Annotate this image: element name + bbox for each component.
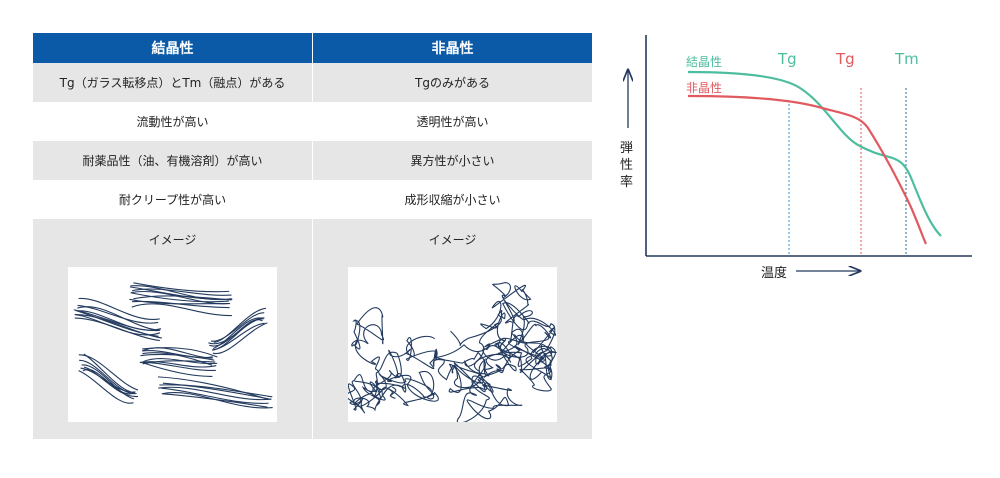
amorphous-chain [348, 307, 439, 414]
crystalline-chain [161, 387, 269, 404]
crystalline-chain [162, 382, 272, 400]
crystalline-chain [139, 361, 217, 368]
table-row: 耐薬品性（油、有機溶剤）が高い 異方性が小さい [33, 141, 592, 180]
comparison-table: 結晶性 非晶性 Tg（ガラス転移点）とTm（融点）がある Tgのみがある 流動性… [33, 33, 592, 439]
header-amorphous: 非晶性 [312, 33, 592, 63]
amorphous-curve [687, 94, 928, 245]
amorphous-cell: Tgのみがある [312, 63, 592, 102]
crystalline-chain [210, 312, 265, 342]
crystalline-chain [81, 364, 135, 400]
amorphous-chain [432, 309, 552, 393]
crystalline-chain [141, 361, 216, 371]
crystalline-chain [130, 285, 232, 301]
crystalline-chain [158, 386, 272, 401]
y-label-char: 弾 [620, 141, 633, 156]
crystalline-chain [82, 368, 136, 395]
crystalline-structure-image [68, 267, 277, 422]
crystalline-chain [132, 300, 230, 309]
image-row: イメージ イメージ [33, 219, 592, 439]
crystalline-chain [157, 376, 270, 401]
crystalline-chain [213, 307, 267, 343]
crystalline-chain [77, 306, 161, 331]
amorphous-cell: 異方性が小さい [312, 141, 592, 180]
amorphous-chain [464, 282, 556, 392]
crystalline-chain [83, 366, 139, 397]
header-crystalline: 結晶性 [33, 33, 313, 63]
y-label-char: 性 [620, 158, 633, 173]
crystalline-chain [140, 361, 213, 377]
crystalline-cell: Tg（ガラス転移点）とTm（融点）がある [33, 63, 313, 102]
crystalline-chain [143, 358, 218, 365]
table-row: 耐クリープ性が高い 成形収縮が小さい [33, 180, 592, 219]
amorphous-chain [436, 337, 552, 422]
amorphous-chain [351, 335, 438, 406]
tm-label: Tm [894, 50, 919, 68]
table-row: Tg（ガラス転移点）とTm（融点）がある Tgのみがある [33, 63, 592, 102]
amorphous-structure-image [348, 267, 557, 422]
crystalline-chain [209, 319, 263, 347]
amorphous-cell: 透明性が高い [312, 102, 592, 141]
crystalline-chain [162, 393, 268, 408]
crystalline-curve [687, 70, 942, 237]
modulus-temperature-graph: 弾 性 率 温度 結晶性 非晶性 Tg Tg Tm [620, 35, 972, 281]
crystalline-cell: 流動性が高い [136, 115, 209, 129]
table-header-row: 結晶性 非晶性 [33, 33, 592, 63]
image-label: イメージ [148, 233, 197, 247]
y-label-char: 率 [620, 174, 633, 190]
crystalline-chain [74, 314, 162, 339]
crystalline-chain [78, 370, 134, 404]
crystalline-chain [212, 317, 263, 350]
crystalline-chain [78, 354, 139, 391]
crystalline-chain [79, 359, 137, 395]
crystalline-chain [78, 297, 160, 321]
crystalline-chain [133, 295, 232, 301]
image-label: イメージ [428, 233, 477, 247]
table-row: 流動性が高い 透明性が高い [33, 102, 592, 141]
crystalline-chain [131, 303, 232, 317]
x-label: 温度 [761, 265, 787, 281]
crystalline-chain [133, 282, 230, 293]
crystalline-cell: 耐クリープ性が高い [118, 193, 227, 207]
crystalline-chain [212, 317, 265, 351]
crystalline-chain [212, 322, 268, 355]
crystalline-cell: 耐薬品性（油、有機溶剤）が高い [33, 141, 313, 180]
crystalline-chain [83, 353, 134, 394]
amorphous-curve-label: 非晶性 [686, 81, 722, 95]
crystalline-chain [74, 317, 160, 342]
crystalline-chain [142, 350, 213, 359]
amorphous-image-cell: イメージ [312, 219, 592, 439]
tg-crystalline-label: Tg [777, 50, 797, 68]
crystalline-chain [78, 310, 162, 331]
crystalline-chain [159, 384, 273, 398]
crystalline-image-cell: イメージ [33, 219, 313, 439]
tg-amorphous-label: Tg [835, 50, 855, 68]
crystalline-chain [131, 292, 229, 303]
amorphous-cell: 成形収縮が小さい [312, 180, 592, 219]
amorphous-chain [453, 302, 557, 420]
crystalline-curve-label: 結晶性 [686, 55, 722, 69]
